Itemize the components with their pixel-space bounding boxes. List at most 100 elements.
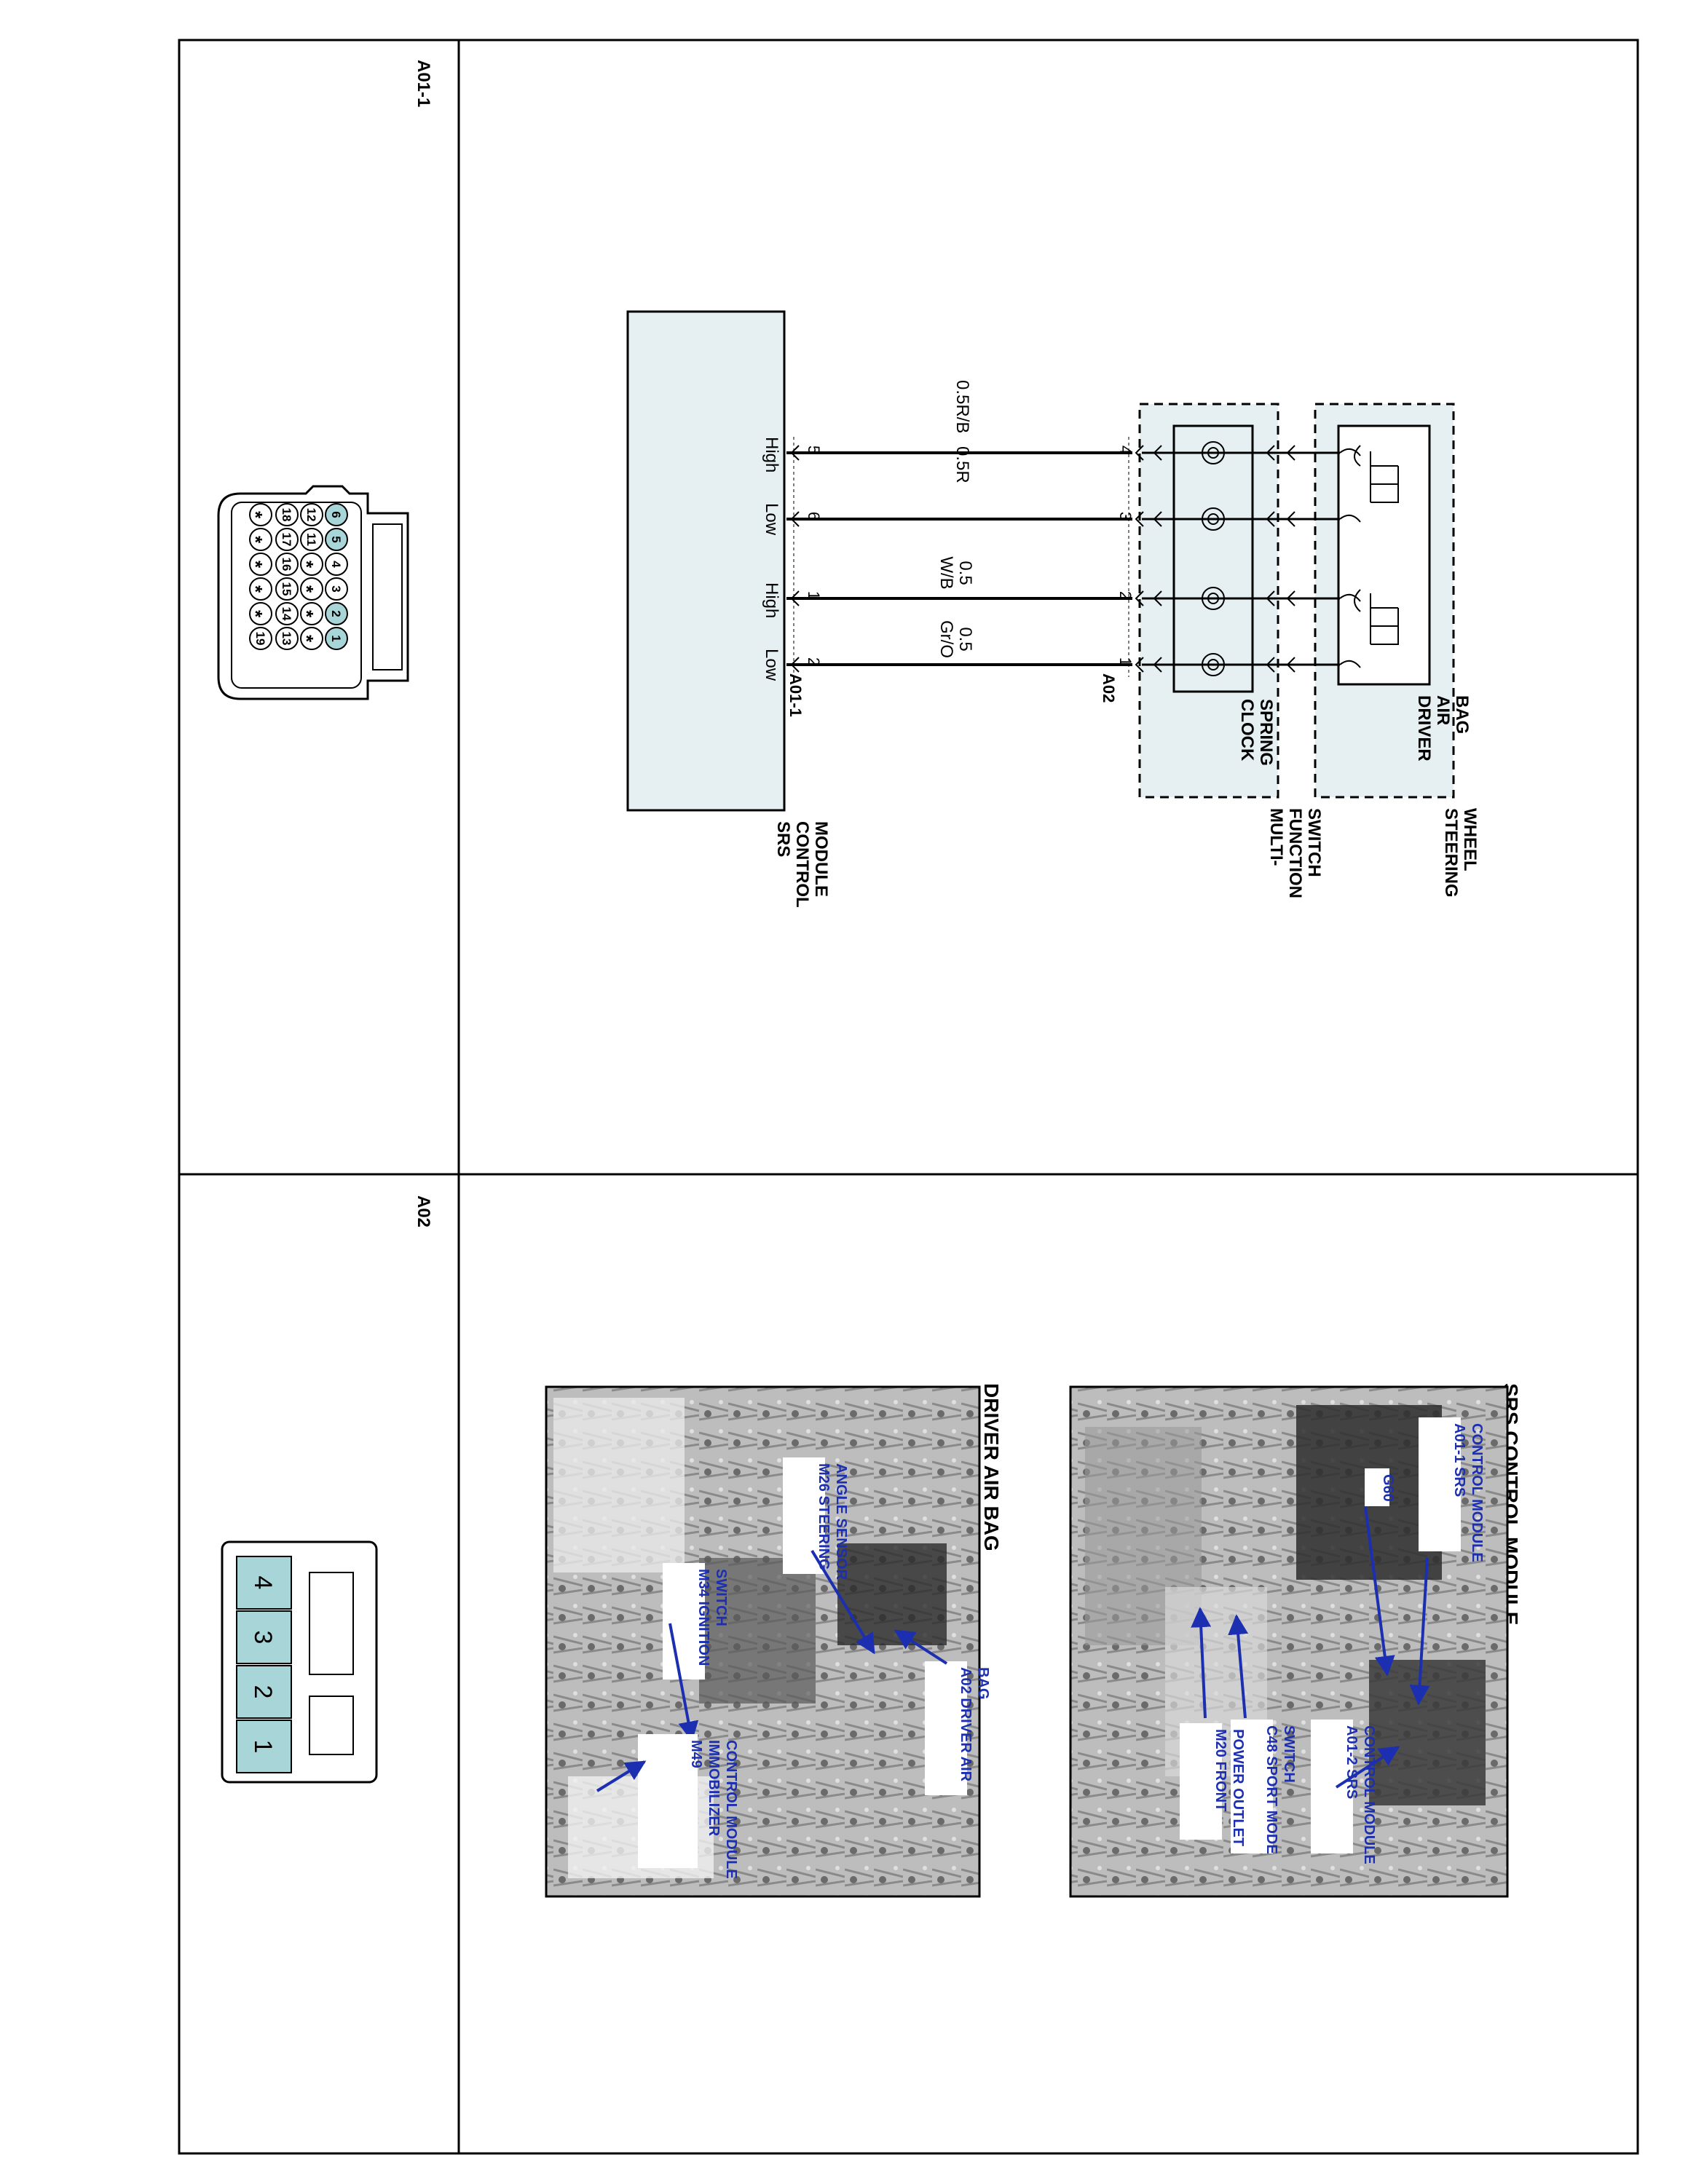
callout-box xyxy=(1365,1468,1389,1506)
connector-pin xyxy=(236,1556,292,1610)
connector-pin-number: 3 xyxy=(329,585,343,592)
terminal xyxy=(790,590,800,606)
connector-pin-number: 4 xyxy=(249,1576,277,1590)
connector-pin-number: 17 xyxy=(280,533,293,547)
connector-a02-schematic-label: A02 xyxy=(1100,673,1118,703)
clock-spring-coil xyxy=(1202,587,1225,610)
connector-pin xyxy=(275,627,299,650)
a02-pin-number: 4 xyxy=(1116,446,1135,454)
connector-pin-number: * xyxy=(245,536,267,544)
connector-pin-number: 6 xyxy=(329,511,343,518)
wire-circuits: 45High0.5R/B36Low0.5R21High0.5W/B12Low0.… xyxy=(762,380,1361,681)
connector-pin-number: 16 xyxy=(280,558,293,571)
connector-pin-number: 1 xyxy=(329,635,343,641)
clock-spring-coil xyxy=(1207,659,1219,670)
terminal xyxy=(1339,448,1361,456)
connector-pin-number: 15 xyxy=(280,582,293,596)
wire-gauge: 0.5 xyxy=(955,627,975,651)
clock-spring-coil xyxy=(1207,513,1219,525)
terminal xyxy=(1286,657,1295,673)
label-line: AIR xyxy=(1433,695,1453,725)
connector-pin-number: 2 xyxy=(329,610,343,617)
callout-label: G60 xyxy=(1380,1474,1396,1502)
connector-pin xyxy=(300,553,323,576)
connector-pin-number: 5 xyxy=(329,536,343,542)
connector-pin xyxy=(249,577,272,601)
connector-pin xyxy=(325,503,348,526)
label-line: SWITCH xyxy=(1304,808,1324,877)
clock-spring-coil xyxy=(1202,653,1225,676)
callout-box xyxy=(663,1563,705,1679)
a02-pin-number: 1 xyxy=(1116,657,1135,666)
connector-pin-number: * xyxy=(245,511,267,519)
signal-name: High xyxy=(762,582,781,618)
a02-pin-number: 2 xyxy=(1116,591,1135,600)
callout-box xyxy=(783,1457,825,1574)
callout-box xyxy=(1311,1720,1353,1853)
clock-spring-coil xyxy=(1207,593,1219,604)
connector-pin-number: 4 xyxy=(329,561,343,568)
connector-pin-number: * xyxy=(296,561,318,569)
signal-name: Low xyxy=(762,649,781,681)
wire-color: Gr/O xyxy=(936,620,956,658)
wire-color: W/B xyxy=(936,556,956,589)
label-line: CONTROL xyxy=(792,821,812,908)
connector-pin-number: 11 xyxy=(304,533,318,546)
connector-pin-number: * xyxy=(296,635,318,643)
connector-pin-number: 19 xyxy=(253,632,267,646)
clock-spring-label: CLOCKSPRING xyxy=(1237,699,1276,766)
connector-pin-number: 14 xyxy=(280,607,293,621)
connector-pin-number: * xyxy=(296,585,318,593)
connector-pin xyxy=(236,1665,292,1719)
connector-pin xyxy=(325,528,348,551)
label-line: WHEEL xyxy=(1460,808,1480,871)
label-line: STEERING xyxy=(1441,808,1461,898)
terminal xyxy=(790,657,800,673)
terminal xyxy=(1266,511,1275,527)
terminal xyxy=(1266,445,1275,461)
steering-wheel-label: STEERINGWHEEL xyxy=(1441,808,1480,898)
terminal xyxy=(1153,445,1162,461)
connector-pin xyxy=(236,1720,292,1773)
signal-name: High xyxy=(762,437,781,472)
label-line: SRS xyxy=(773,821,793,857)
terminal xyxy=(1286,590,1295,606)
callout-arrow xyxy=(1228,1614,1249,1719)
terminal xyxy=(1135,657,1144,673)
connector-pin xyxy=(275,577,299,601)
connector-a01-1-label: A01-1 xyxy=(414,60,433,107)
terminal xyxy=(1135,511,1144,527)
connector-pin-number: * xyxy=(245,610,267,618)
connector-pin-number: * xyxy=(296,610,318,618)
connector-pin xyxy=(249,553,272,576)
callout-arrow xyxy=(669,1623,699,1742)
srs-control-module-label: SRSCONTROLMODULE xyxy=(773,821,831,908)
connector-pin-number: 3 xyxy=(249,1631,277,1645)
module-pin-number: 1 xyxy=(805,591,823,600)
terminal xyxy=(790,445,800,461)
page-frame xyxy=(178,39,1639,2155)
callout-arrow xyxy=(811,1549,875,1655)
clock-spring-coil xyxy=(1202,441,1225,464)
signal-name: Low xyxy=(762,503,781,536)
connector-pin xyxy=(249,503,272,526)
photo-dab-title: DRIVER AIR BAG xyxy=(980,1383,1003,1551)
terminal xyxy=(1135,590,1144,606)
label-line: DRIVER xyxy=(1414,695,1434,761)
connector-a02-label: A02 xyxy=(414,1195,433,1227)
connector-pin xyxy=(236,1610,292,1664)
connector-a01-1-schematic-label: A01-1 xyxy=(786,673,805,717)
connector-pin-number: 13 xyxy=(280,632,293,646)
connector-pin xyxy=(300,528,323,551)
connector-pin xyxy=(325,577,348,601)
connector-pin xyxy=(275,503,299,526)
